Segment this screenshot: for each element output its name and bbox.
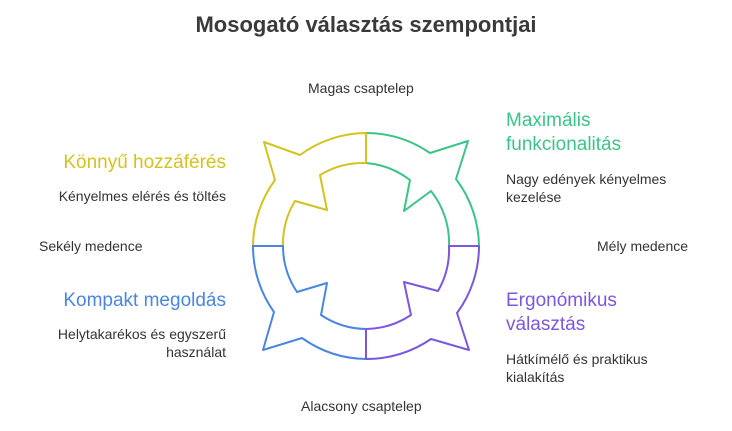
quadrant-desc-bottom-left: Helytakarékos és egyszerű használat: [57, 326, 226, 360]
quadrant-heading-bottom-left: Kompakt megoldás: [63, 290, 226, 311]
quadrant-heading-top-right: Maximális funkcionalitás: [506, 110, 622, 155]
quadrant-heading-top-left: Könnyű hozzáférés: [63, 152, 226, 173]
page-title: Mosogató választás szempontjai: [195, 12, 537, 37]
axis-label-left: Sekély medence: [39, 238, 143, 254]
ring-segment-bottom-left: [251, 245, 367, 360]
ring-segment-bottom-right: [365, 245, 480, 361]
quadrant-desc-bottom-right: Hátkímélő és praktikus kialakítás: [506, 351, 648, 385]
ring-segment-top-left: [252, 132, 367, 247]
axis-label-bottom: Alacsony csaptelep: [301, 398, 422, 414]
ring-segment-top-right: [365, 132, 480, 247]
quadrant-heading-bottom-right: Ergonómikus választás: [506, 290, 617, 335]
axis-label-top: Magas csaptelep: [308, 80, 414, 96]
axis-label-right: Mély medence: [597, 238, 689, 254]
quadrant-desc-top-right: Nagy edények kényelmes kezelése: [506, 171, 667, 205]
quadrant-desc-top-left: Kényelmes elérés és töltés: [58, 188, 226, 204]
